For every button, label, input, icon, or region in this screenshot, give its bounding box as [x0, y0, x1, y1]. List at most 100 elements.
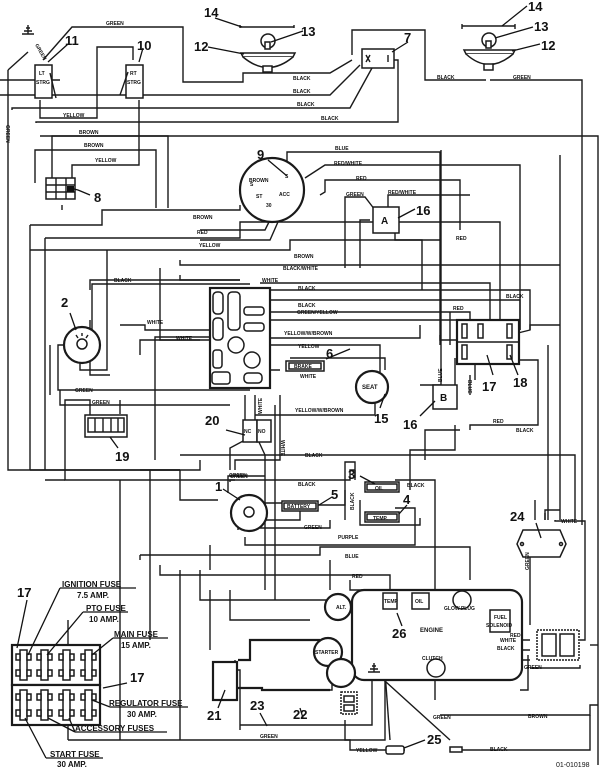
battery-cables — [238, 638, 330, 692]
svg-text:GREEN: GREEN — [524, 665, 542, 671]
fuse-slot — [58, 649, 75, 681]
svg-text:START FUSE: START FUSE — [50, 750, 100, 759]
svg-text:WHITE: WHITE — [300, 374, 317, 380]
svg-text:RED: RED — [352, 574, 363, 580]
svg-text:30 AMP.: 30 AMP. — [127, 710, 157, 719]
callout-8: 8 — [94, 190, 101, 205]
svg-text:BLACK: BLACK — [350, 492, 356, 510]
fuse-slot — [36, 649, 53, 681]
svg-text:RED: RED — [197, 230, 208, 236]
svg-text:30: 30 — [266, 203, 272, 209]
svg-text:A: A — [381, 216, 388, 227]
svg-text:RED: RED — [456, 236, 467, 242]
svg-text:BROWN: BROWN — [79, 130, 99, 136]
connector-block-8 — [45, 177, 76, 200]
svg-text:STRG: STRG — [127, 80, 141, 86]
svg-text:GREEN: GREEN — [75, 388, 93, 394]
ground-symbol — [22, 25, 34, 35]
fuse-slot — [15, 649, 32, 681]
fuse-slot — [80, 689, 97, 721]
starter-motor: STARTER — [312, 636, 357, 689]
svg-text:BLACK: BLACK — [321, 116, 339, 122]
starter-relay — [340, 691, 358, 715]
svg-text:SOLENOID: SOLENOID — [486, 623, 513, 629]
svg-text:BLACK: BLACK — [506, 294, 524, 300]
svg-text:30 AMP.: 30 AMP. — [57, 760, 87, 768]
callout-21: 21 — [207, 708, 221, 723]
svg-text:WHITE: WHITE — [561, 519, 578, 525]
ignition-switch — [229, 493, 269, 533]
callout-26: 26 — [392, 626, 406, 641]
svg-text:GREEN: GREEN — [304, 525, 322, 531]
callout-22: 22 — [293, 707, 307, 722]
callout-14b: 14 — [528, 0, 543, 14]
right-steering-switch: RT STRG — [119, 64, 144, 99]
svg-text:GREEN: GREEN — [433, 715, 451, 721]
left-headlight — [239, 25, 297, 73]
fuse-slot — [58, 689, 75, 721]
callout-3: 3 — [348, 467, 355, 482]
callout-25: 25 — [427, 732, 441, 747]
svg-text:YELLOW: YELLOW — [199, 243, 221, 249]
callout-19: 19 — [115, 449, 129, 464]
svg-text:BLUE: BLUE — [466, 380, 472, 394]
battery-indicator: BATTERY — [281, 500, 319, 512]
svg-text:TEMP.: TEMP. — [373, 516, 388, 522]
svg-text:YELLOW: YELLOW — [63, 113, 85, 119]
svg-text:BLACK: BLACK — [297, 102, 315, 108]
callout-17c: 17 — [130, 670, 144, 685]
temp-indicator: TEMP. — [364, 511, 400, 523]
svg-text:REGULATOR FUSE: REGULATOR FUSE — [109, 699, 183, 708]
svg-text:YELLOW: YELLOW — [95, 158, 117, 164]
svg-text:ENGINE: ENGINE — [420, 628, 443, 634]
svg-text:STRG: STRG — [36, 80, 50, 86]
callout-16a: 16 — [416, 203, 430, 218]
svg-text:BLACK: BLACK — [516, 428, 534, 434]
svg-text:BATTERY: BATTERY — [287, 504, 311, 510]
svg-text:B: B — [440, 393, 447, 404]
svg-text:BLUE: BLUE — [438, 368, 444, 382]
callout-6: 6 — [326, 346, 333, 361]
svg-text:BLACK: BLACK — [298, 303, 316, 309]
svg-text:TEMP: TEMP — [384, 599, 399, 605]
svg-text:GREEN: GREEN — [260, 734, 278, 740]
svg-text:7.5 AMP.: 7.5 AMP. — [77, 591, 109, 600]
right-headlight — [461, 24, 517, 71]
svg-text:ALT.: ALT. — [336, 605, 347, 611]
svg-text:BROWN: BROWN — [84, 143, 104, 149]
callout-7: 7 — [404, 30, 411, 45]
callout-24: 24 — [510, 509, 525, 524]
svg-text:10 AMP.: 10 AMP. — [89, 615, 119, 624]
callout-17: 17 — [482, 379, 496, 394]
svg-text:GREEN: GREEN — [106, 21, 124, 27]
svg-text:BLACK/WHITE: BLACK/WHITE — [283, 266, 319, 272]
svg-text:BLUE: BLUE — [345, 554, 359, 560]
svg-text:PTO FUSE: PTO FUSE — [86, 604, 127, 613]
hour-meter-light-2 — [62, 325, 102, 365]
svg-text:FUEL: FUEL — [494, 615, 507, 621]
svg-text:GREEN: GREEN — [513, 75, 531, 81]
svg-text:BLACK: BLACK — [497, 646, 515, 652]
svg-text:BLACK: BLACK — [293, 76, 311, 82]
svg-text:IGNITION FUSE: IGNITION FUSE — [62, 580, 122, 589]
svg-text:WHITE: WHITE — [262, 278, 279, 284]
key-switch: S ACC ST 30 S — [238, 156, 306, 224]
svg-text:BLACK: BLACK — [407, 483, 425, 489]
callout-23: 23 — [250, 698, 264, 713]
callout-12b: 12 — [541, 38, 555, 53]
svg-text:RED/WHITE: RED/WHITE — [388, 190, 417, 196]
callout-18: 18 — [513, 375, 527, 390]
svg-text:RED: RED — [453, 306, 464, 312]
callout-numbers: 11 10 14 13 12 7 14 13 12 8 9 16 2 6 15 … — [17, 0, 555, 747]
callout-16b: 16 — [403, 417, 417, 432]
svg-text:SEAT: SEAT — [362, 385, 378, 391]
svg-text:NC: NC — [244, 429, 252, 435]
inline-fuse — [385, 745, 463, 755]
relay-module — [455, 318, 521, 366]
callout-4: 4 — [403, 492, 411, 507]
pto-switch: NC NO — [242, 419, 272, 443]
svg-text:GREEN: GREEN — [92, 400, 110, 406]
svg-text:BLACK: BLACK — [437, 75, 455, 81]
callout-5: 5 — [331, 487, 338, 502]
harness-connector — [208, 286, 272, 390]
